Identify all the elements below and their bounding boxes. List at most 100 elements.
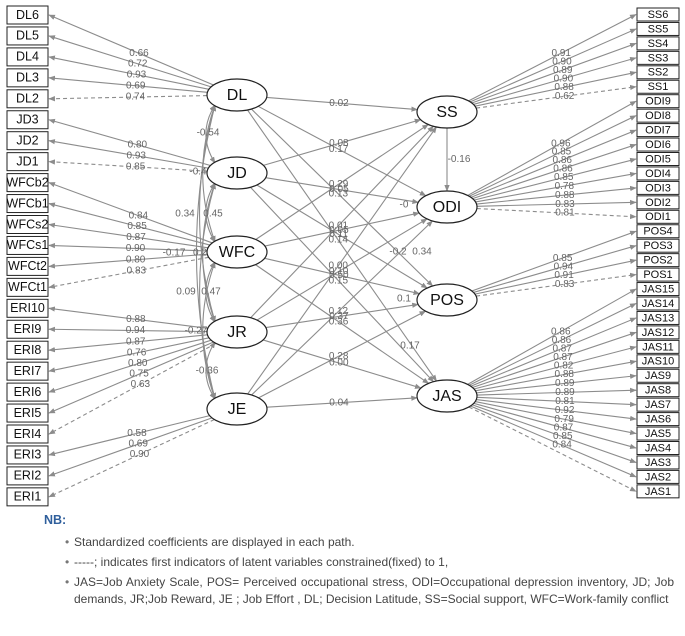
covariance-arc <box>205 341 216 400</box>
loading-path <box>476 272 637 297</box>
notes-section: NB: Standardized coefficients are displa… <box>44 512 674 611</box>
indicator-label: ODI2 <box>645 197 671 209</box>
indicator-label: ODI7 <box>645 125 671 137</box>
loading-path <box>48 419 215 498</box>
loading-path <box>468 406 637 492</box>
loading-coef: 0.94 <box>126 325 146 336</box>
indicator-label: JAS12 <box>642 327 674 339</box>
loading-coef: 0.85 <box>554 172 574 183</box>
indicator-box-ss3 <box>636 50 680 65</box>
structural-path <box>247 126 437 395</box>
loading-coef: 0.88 <box>126 314 146 325</box>
indicator-box-eri2 <box>6 466 49 486</box>
indicator-label: JAS9 <box>645 370 671 382</box>
indicator-box-dl6 <box>6 5 49 25</box>
indicator-label: ODI5 <box>645 153 671 165</box>
indicator-label: WFCt1 <box>8 280 47 294</box>
loading-coef: 0.96 <box>551 138 571 149</box>
structural-path <box>250 125 434 319</box>
latent-label: POS <box>430 292 464 309</box>
loading-coef: 0.92 <box>555 405 575 416</box>
loading-path <box>473 157 637 201</box>
indicator-box-odi6 <box>636 137 680 152</box>
loading-path <box>476 396 637 408</box>
loading-path <box>475 401 637 435</box>
covariance-coef: 0.2 <box>193 248 207 259</box>
indicator-box-dl4 <box>6 47 49 67</box>
loading-path <box>471 42 637 104</box>
latent-node-odi <box>416 190 478 224</box>
path-coef: 0.08 <box>329 138 349 149</box>
indicator-box-dl2 <box>6 89 49 109</box>
loading-coef: 0.62 <box>555 91 575 102</box>
indicator-label: JAS7 <box>645 399 671 411</box>
indicator-label: JAS10 <box>642 356 674 368</box>
indicator-box-eri9 <box>6 319 49 339</box>
indicator-box-eri8 <box>6 340 49 360</box>
loading-path <box>48 35 212 88</box>
indicator-box-jas15 <box>636 282 680 297</box>
loading-path <box>476 207 637 220</box>
loading-path <box>48 243 208 252</box>
indicator-label: JAS2 <box>645 471 671 483</box>
path-coef: 0.29 <box>329 179 349 190</box>
path-coef: 0.01 <box>329 220 349 231</box>
loading-path <box>470 317 637 387</box>
indicator-label: POS1 <box>643 269 672 281</box>
loading-coef: 0.94 <box>554 261 574 272</box>
loading-path <box>471 230 637 292</box>
indicator-label: SS5 <box>648 23 669 35</box>
loading-coef: 0.89 <box>555 387 575 398</box>
indicator-box-wfct1 <box>6 277 49 297</box>
indicator-label: DL5 <box>16 29 39 43</box>
loading-coef: 0.85 <box>127 221 147 232</box>
note-item: JAS=Job Anxiety Scale, POS= Perceived oc… <box>65 574 674 608</box>
note-item: -----; indicates first indicators of lat… <box>65 554 674 571</box>
indicator-label: ERI6 <box>14 385 42 399</box>
loading-coef: 0.90 <box>130 449 150 460</box>
indicator-box-jas7 <box>636 397 680 412</box>
loading-path <box>474 70 637 107</box>
loading-path <box>476 185 637 205</box>
loading-coef: 0.86 <box>553 164 573 175</box>
mid-coef: -0.2 <box>389 247 407 258</box>
loading-coef: 0.83 <box>127 265 147 276</box>
indicator-box-jas5 <box>636 426 680 441</box>
indicator-label: WFCb2 <box>6 175 48 189</box>
structural-path <box>262 339 422 389</box>
indicator-box-jas11 <box>636 339 680 354</box>
indicator-label: SS3 <box>648 52 669 64</box>
indicator-box-jas3 <box>636 455 680 470</box>
loading-path <box>473 56 637 105</box>
covariance-coef: -0.27 <box>185 326 208 337</box>
indicator-box-ss1 <box>636 79 680 94</box>
path-coef: 0.14 <box>328 235 348 246</box>
loading-coef: 0.88 <box>554 82 574 93</box>
note-item: Standardized coefficients are displayed … <box>65 534 674 551</box>
latent-label: WFC <box>219 244 255 261</box>
loading-coef: 0.93 <box>127 150 147 161</box>
indicator-label: ERI8 <box>14 343 42 357</box>
indicator-label: ODI6 <box>645 139 671 151</box>
loading-path <box>48 95 208 102</box>
loading-coef: 0.75 <box>129 369 149 380</box>
indicator-box-eri3 <box>6 445 49 465</box>
path-coef: 0.28 <box>329 351 349 362</box>
loading-coef: 0.78 <box>555 181 575 192</box>
latent-node-je <box>206 392 268 426</box>
loading-coef: 0.91 <box>554 270 574 281</box>
indicator-box-dl3 <box>6 68 49 88</box>
loading-path <box>48 253 208 269</box>
loading-path <box>48 339 212 393</box>
indicator-box-jas2 <box>636 469 680 484</box>
loading-path <box>475 171 637 203</box>
loading-path <box>467 100 637 196</box>
latent-label: DL <box>227 87 248 104</box>
loading-path <box>48 55 210 90</box>
loading-coef: 0.86 <box>553 155 573 166</box>
indicator-label: JD1 <box>16 154 38 168</box>
loading-path <box>476 84 637 109</box>
path-coef: 0.00 <box>329 358 349 369</box>
loading-coef: 0.69 <box>126 80 146 91</box>
indicator-label: ODI9 <box>645 96 671 108</box>
